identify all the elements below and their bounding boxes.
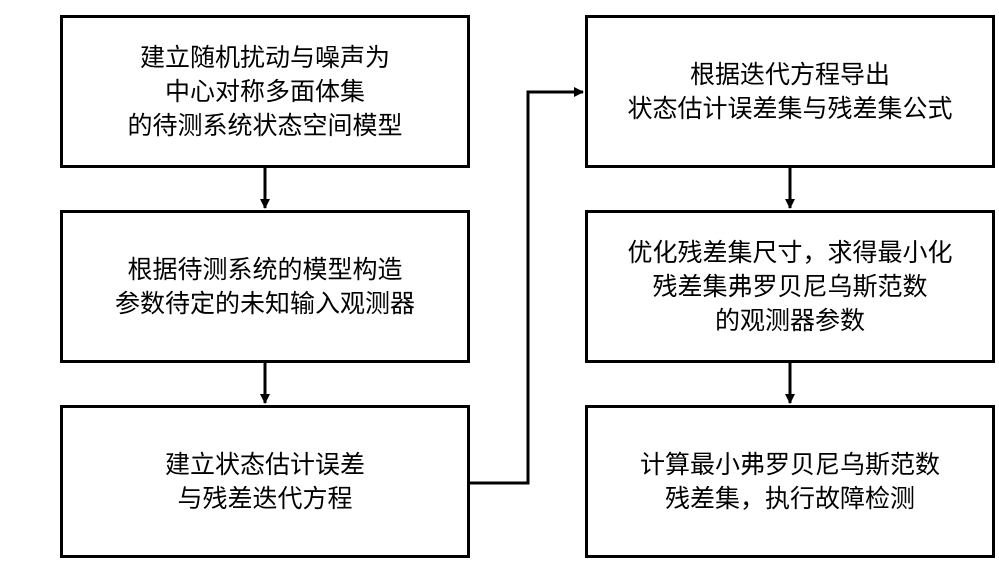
step-6-line-1: 计算最小弗罗贝尼乌斯范数 xyxy=(639,449,940,479)
step-1-line-2: 中心对称多面体集 xyxy=(164,76,365,106)
step-box-5: 优化残差集尺寸，求得最小化 残差集弗罗贝尼乌斯范数 的观测器参数 xyxy=(585,210,995,363)
step-box-1: 建立随机扰动与噪声为 中心对称多面体集 的待测系统状态空间模型 xyxy=(60,15,470,168)
step-5-line-3: 的观测器参数 xyxy=(714,305,865,335)
step-box-2: 根据待测系统的模型构造 参数待定的未知输入观测器 xyxy=(60,210,470,363)
step-5-line-1: 优化残差集尺寸，求得最小化 xyxy=(627,237,953,267)
step-1-line-1: 建立随机扰动与噪声为 xyxy=(139,42,390,72)
step-box-6: 计算最小弗罗贝尼乌斯范数 残差集，执行故障检测 xyxy=(585,405,995,558)
step-3-line-1: 建立状态估计误差 xyxy=(164,449,365,479)
step-2-line-1: 根据待测系统的模型构造 xyxy=(127,254,403,284)
step-1-line-3: 的待测系统状态空间模型 xyxy=(127,110,403,140)
step-6-line-2: 残差集，执行故障检测 xyxy=(664,483,915,513)
step-box-3: 建立状态估计误差 与残差迭代方程 xyxy=(60,405,470,558)
step-4-line-2: 状态估计误差集与残差集公式 xyxy=(627,93,953,123)
arrow-3-to-4 xyxy=(470,87,584,485)
step-3-line-2: 与残差迭代方程 xyxy=(177,483,353,513)
step-box-4: 根据迭代方程导出 状态估计误差集与残差集公式 xyxy=(585,15,995,168)
step-5-line-2: 残差集弗罗贝尼乌斯范数 xyxy=(652,271,928,301)
step-2-line-2: 参数待定的未知输入观测器 xyxy=(114,288,415,318)
step-4-line-1: 根据迭代方程导出 xyxy=(689,59,890,89)
